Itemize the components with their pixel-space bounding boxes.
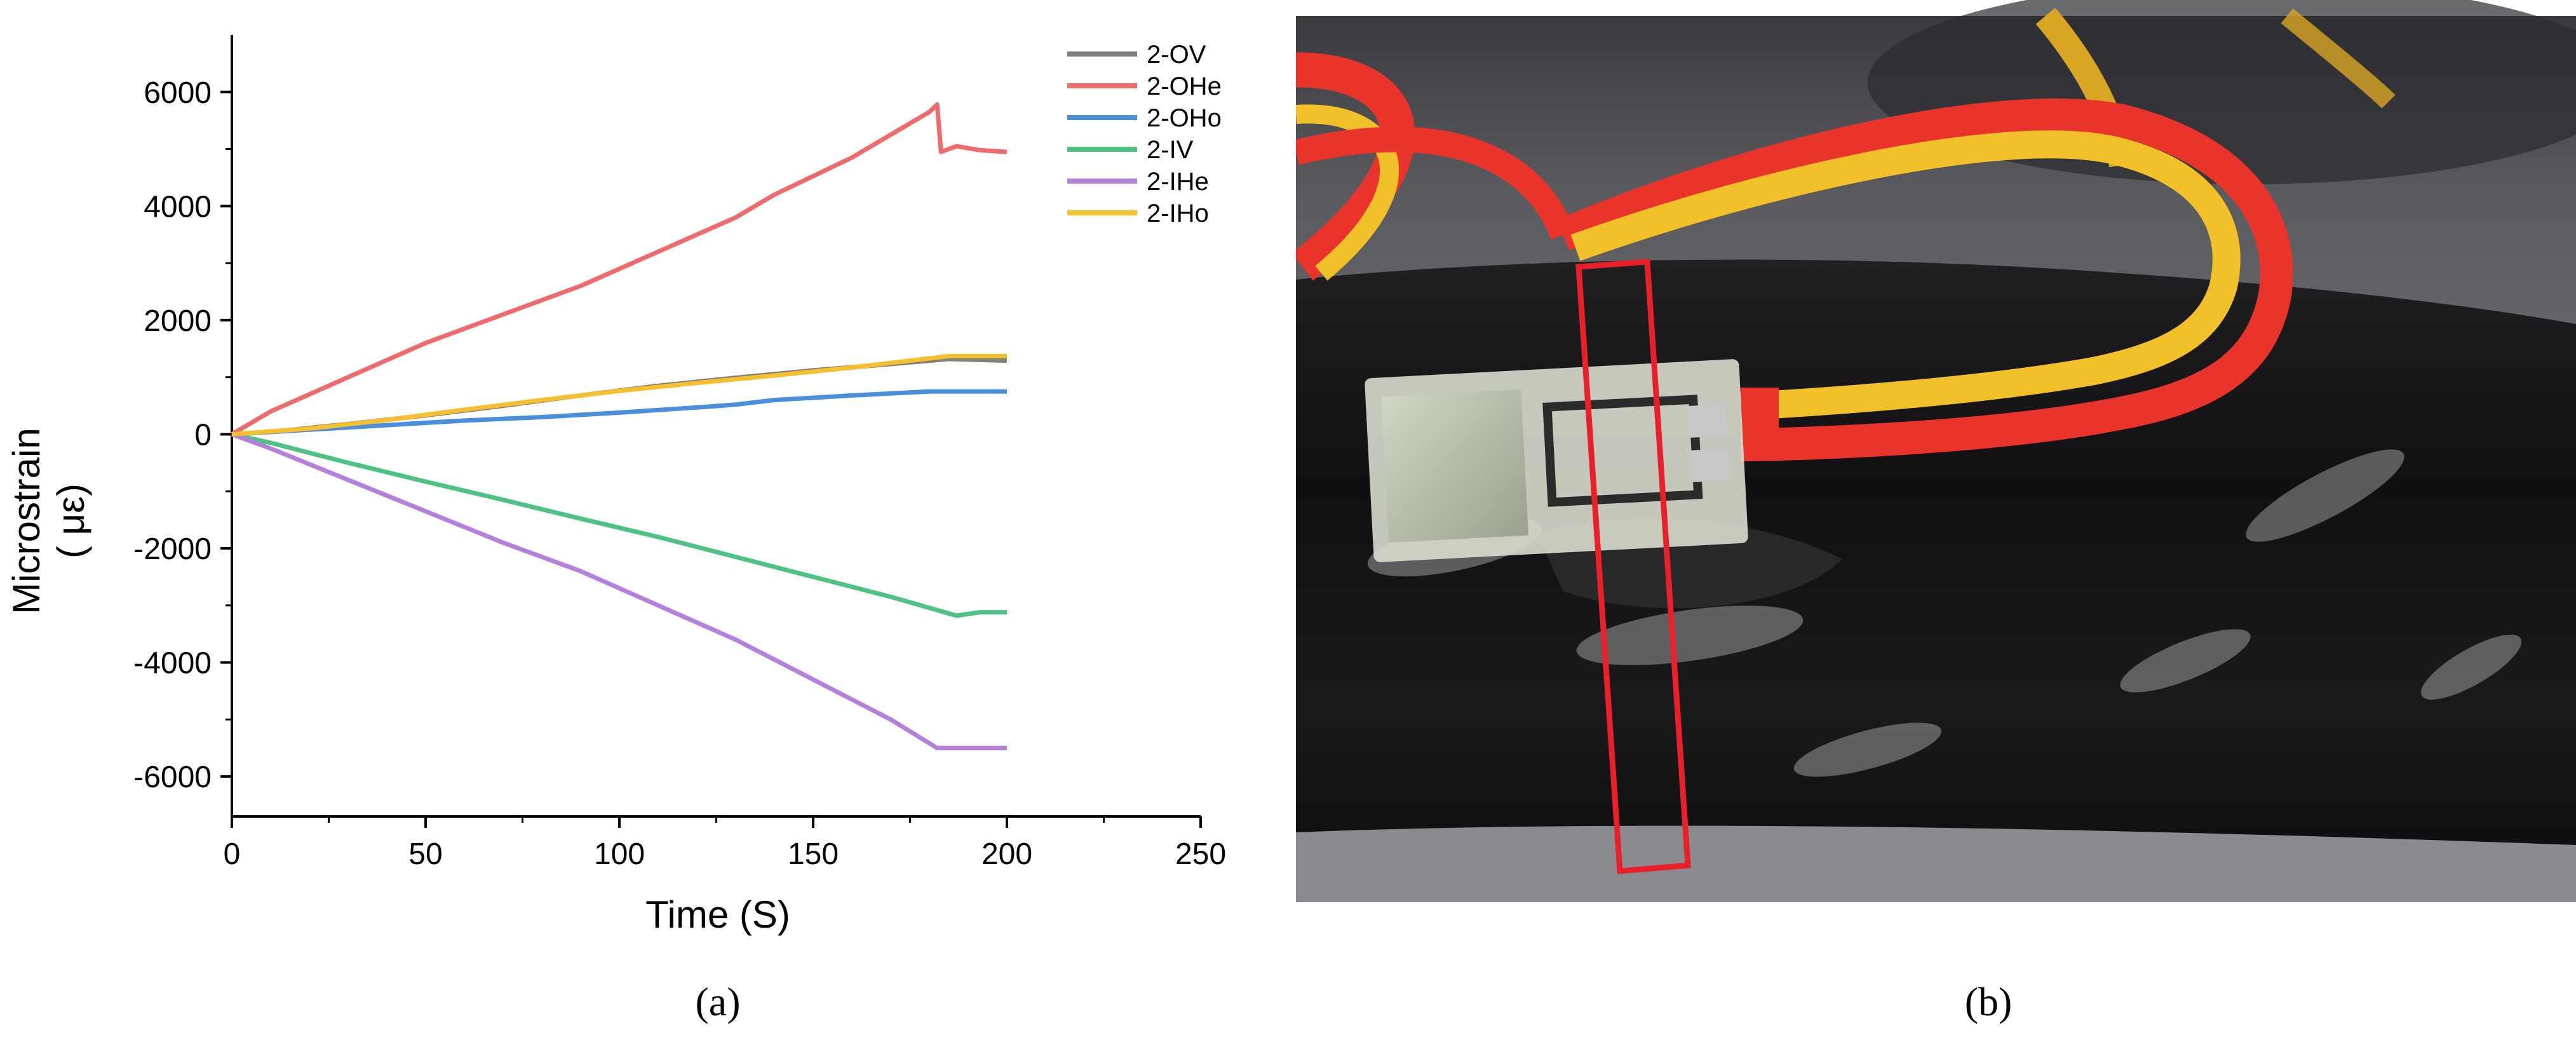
strain-chart: 0 50 100 150 200 250 -6000 -4000 -2000 0 2000 4000 6… — [5, 35, 1226, 936]
legend-label: 2-IHo — [1147, 200, 1209, 227]
x-tick-label: 150 — [788, 837, 839, 871]
caption-b: (b) — [1964, 979, 2013, 1024]
series-line-2-iho — [231, 354, 1007, 437]
strain-gauge — [1365, 359, 1748, 562]
y-tick-label: -6000 — [133, 761, 212, 794]
series-line-2-oho — [231, 389, 1007, 437]
x-tick-label: 250 — [1175, 837, 1226, 871]
series-line-2-ihe — [231, 432, 1007, 750]
legend-label: 2-IV — [1147, 136, 1194, 164]
axes: 0 50 100 150 200 250 -6000 -4000 -2000 0 2000 4000 6… — [133, 35, 1226, 871]
legend: 2-OV 2-OHe 2-OHo 2-IV 2-IHe 2-IHo — [1067, 41, 1222, 227]
y-tick-label: 4000 — [144, 190, 212, 224]
y-axis-label-line2: ( με) — [50, 484, 92, 558]
strain-gauge-photo — [1291, 0, 2576, 902]
legend-label: 2-OV — [1147, 41, 1206, 69]
y-tick-label: 0 — [194, 418, 212, 452]
x-tick-label: 200 — [981, 837, 1032, 871]
chart-panel: 0 50 100 150 200 250 -6000 -4000 -2000 0 2000 4000 6… — [0, 0, 1271, 1049]
x-tick-label: 100 — [594, 837, 645, 871]
x-tick-label: 0 — [224, 837, 241, 871]
y-axis-label-line1: Microstrain — [5, 428, 48, 614]
red-wire — [1291, 52, 1415, 281]
highlight-box — [1575, 259, 1691, 874]
x-axis-label: Time (S) — [645, 893, 790, 936]
legend-label: 2-OHe — [1147, 72, 1222, 100]
legend-label: 2-OHo — [1147, 104, 1222, 132]
series-line-2-ohe — [231, 102, 1008, 437]
carbon-tube — [1296, 259, 2576, 902]
caption-a: (a) — [695, 979, 741, 1024]
y-tick-label: -2000 — [133, 532, 212, 566]
legend-label: 2-IHe — [1147, 168, 1209, 196]
yellow-wire — [1570, 130, 2241, 421]
series-line-2-iv — [231, 432, 1007, 618]
photo-panel — [1291, 0, 2576, 1049]
x-tick-label: 50 — [408, 837, 442, 871]
y-tick-label: -4000 — [133, 647, 212, 680]
series-layer — [231, 102, 1008, 750]
y-tick-label: 2000 — [144, 304, 212, 338]
y-tick-label: 6000 — [144, 76, 212, 110]
